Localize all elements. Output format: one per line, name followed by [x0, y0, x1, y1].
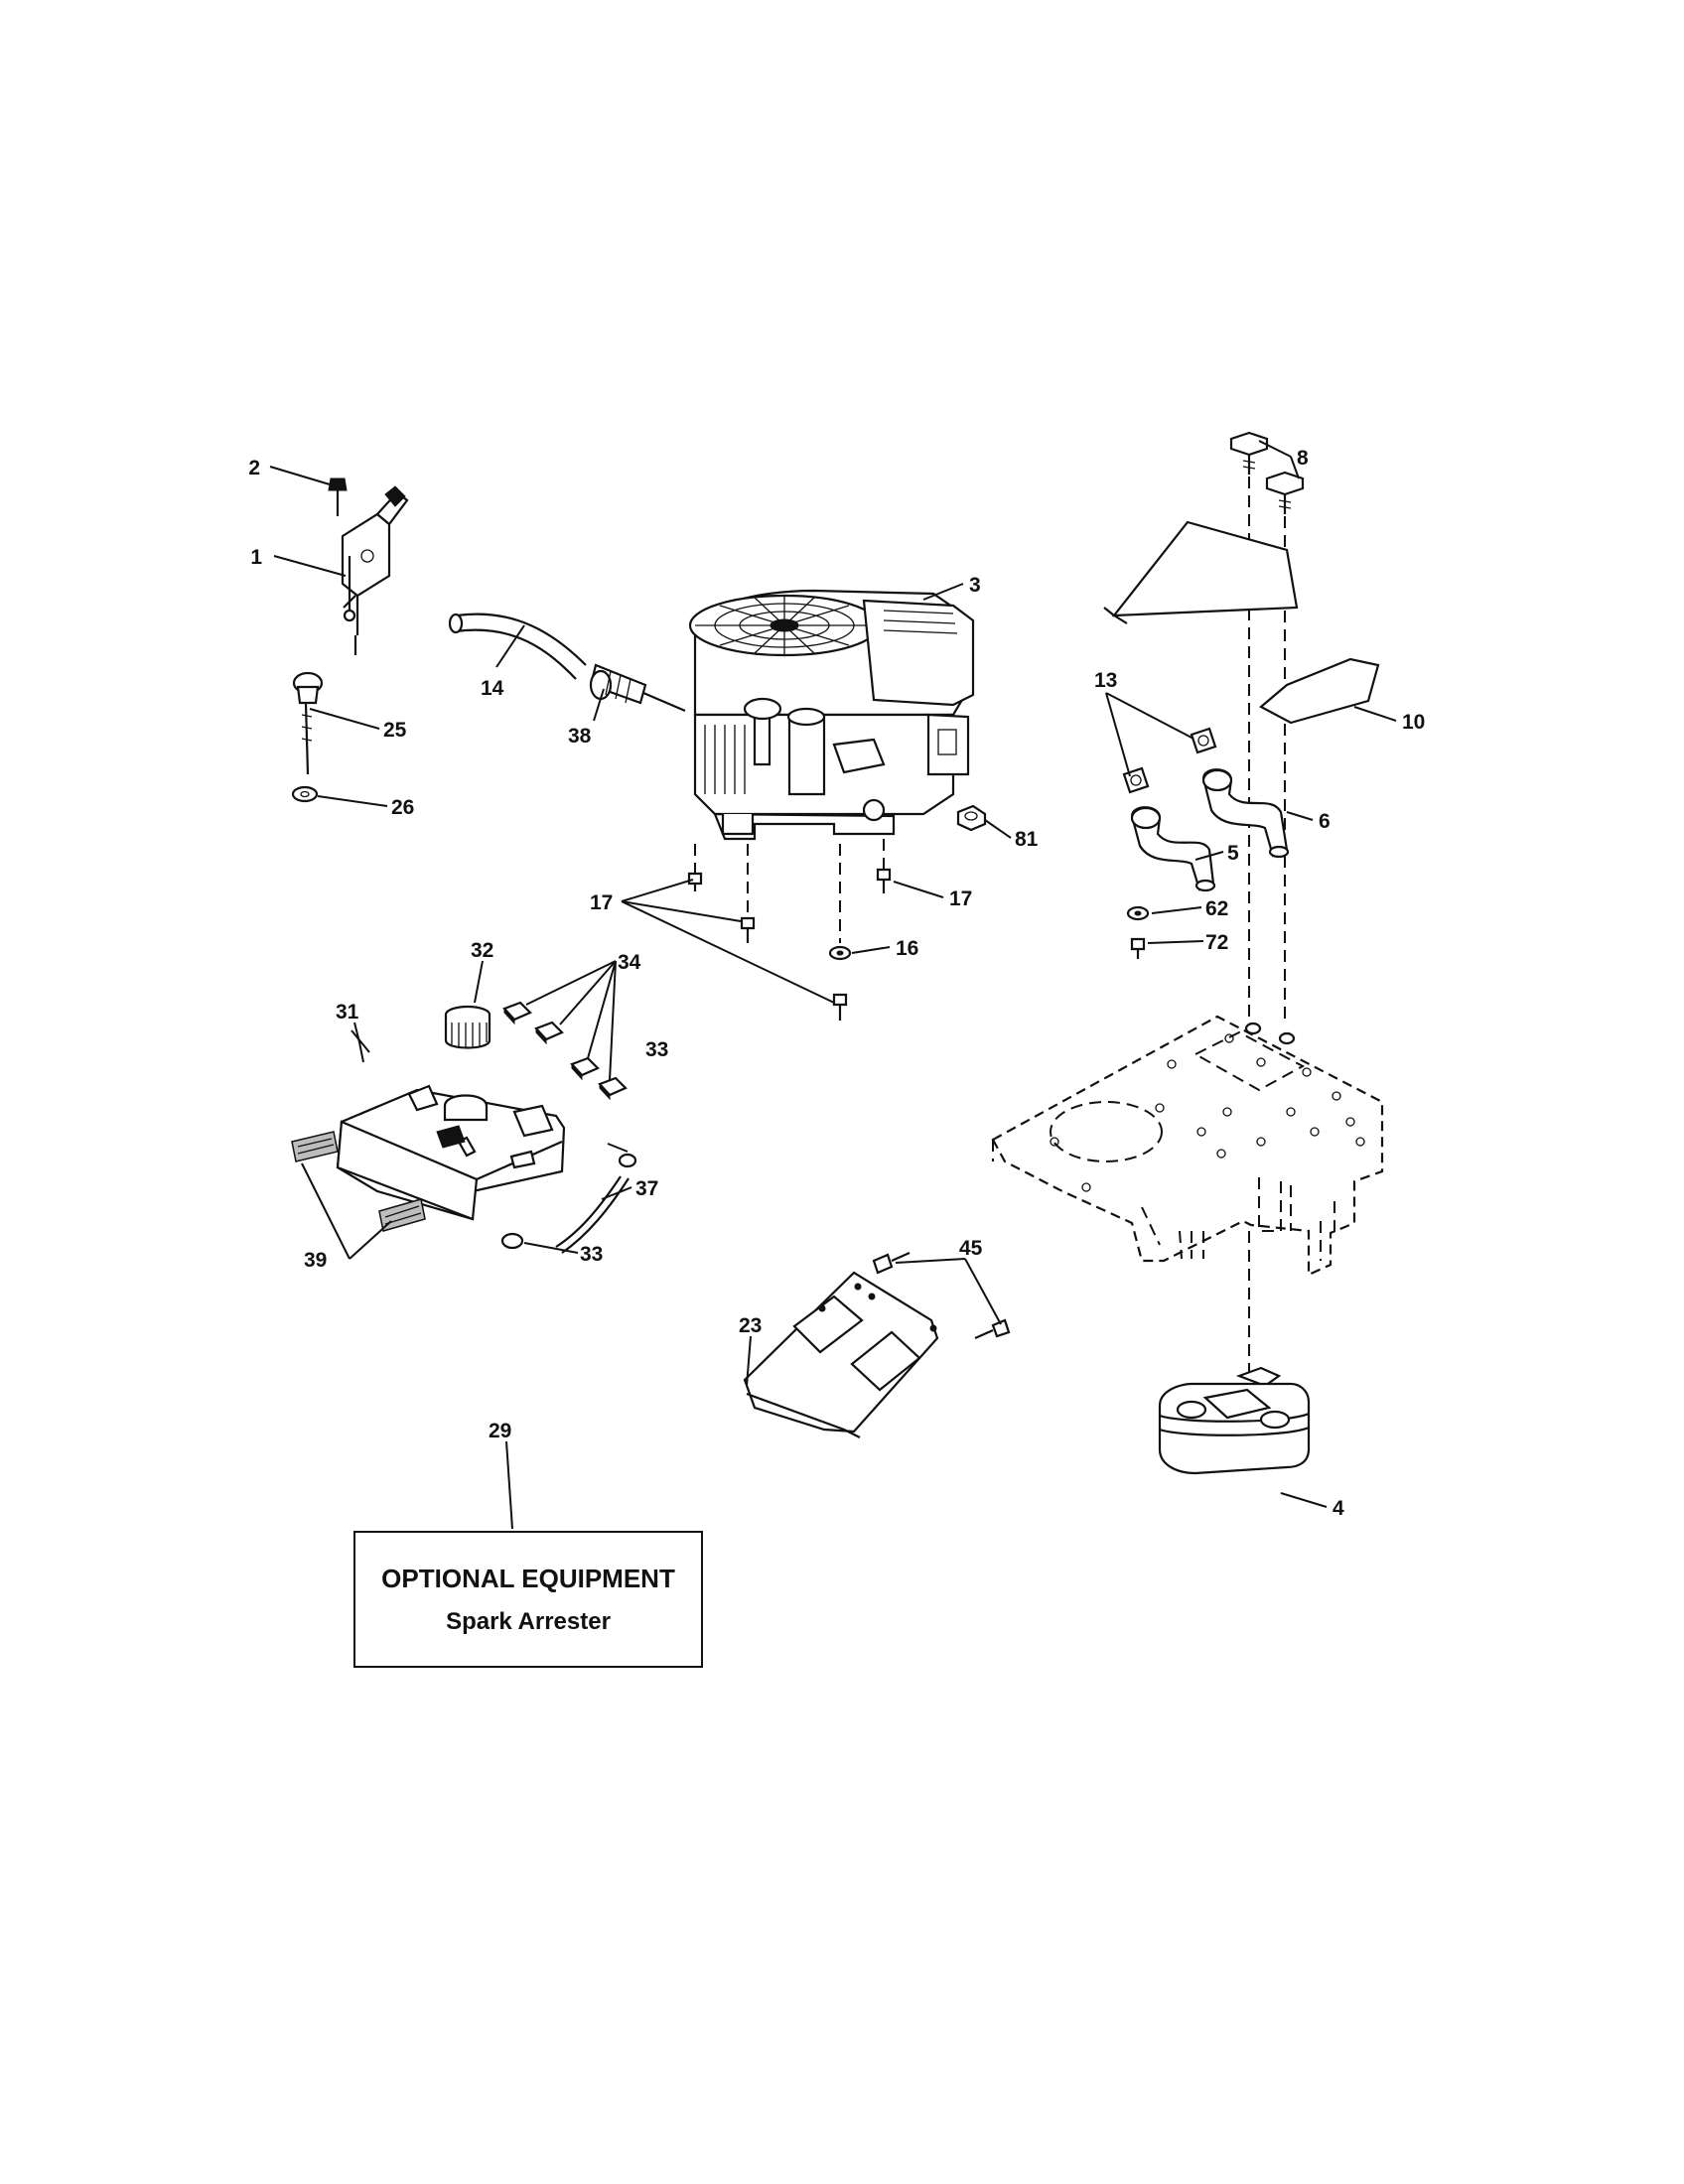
- engine-bolts-part: [687, 839, 892, 1021]
- part-label-62: 62: [1205, 897, 1228, 920]
- part-label-17b: 17: [949, 887, 972, 910]
- part-label-33b: 33: [580, 1243, 603, 1266]
- washer-icon-26: [291, 785, 319, 803]
- deflector-plate-part: [1103, 520, 1380, 725]
- part-label-38: 38: [568, 725, 592, 748]
- battery-cover-part: [336, 1084, 566, 1221]
- fuel-line-part: [448, 613, 587, 680]
- foam-strips-39: [291, 1131, 426, 1232]
- part-label-45: 45: [959, 1237, 983, 1260]
- vent-tube-part: [500, 1153, 637, 1254]
- leader-lines: [269, 440, 1397, 1530]
- note-title: OPTIONAL EQUIPMENT: [381, 1563, 675, 1593]
- heat-shield-part: [743, 1271, 939, 1438]
- fuel-filter-part: [589, 663, 686, 713]
- part-label-13: 13: [1094, 669, 1117, 692]
- part-label-5: 5: [1227, 842, 1239, 865]
- optional-equipment-note: OPTIONAL EQUIPMENT Spark Arrester: [353, 1531, 703, 1668]
- muffler-part: [1158, 1366, 1311, 1475]
- part-label-25: 25: [383, 719, 407, 742]
- gaskets-13: [1122, 727, 1217, 794]
- part-label-23: 23: [739, 1314, 762, 1337]
- part-label-14: 14: [481, 677, 504, 700]
- part-label-6: 6: [1319, 810, 1331, 833]
- part-label-32: 32: [471, 939, 493, 962]
- exhaust-pipe-5: [1130, 806, 1216, 892]
- part-label-1: 1: [250, 546, 262, 569]
- part-label-16: 16: [896, 937, 918, 960]
- part-label-72: 72: [1205, 931, 1228, 954]
- part-label-37: 37: [635, 1177, 658, 1200]
- bolts-45: [872, 1251, 1011, 1340]
- knob-pin-part: [292, 671, 324, 775]
- part-label-29: 29: [489, 1420, 511, 1442]
- part-label-33a: 33: [645, 1038, 668, 1061]
- part-label-26: 26: [391, 796, 414, 819]
- washer-icon-62: [1126, 905, 1150, 921]
- part-label-10: 10: [1402, 711, 1425, 734]
- part-label-8: 8: [1297, 447, 1309, 470]
- note-subtitle: Spark Arrester: [446, 1607, 611, 1635]
- part-label-34: 34: [618, 951, 641, 974]
- part-label-39: 39: [304, 1249, 327, 1272]
- part-label-31: 31: [336, 1001, 359, 1024]
- foam-pads-34: [502, 1001, 628, 1101]
- part-label-17a: 17: [590, 891, 613, 914]
- part-label-2: 2: [248, 457, 260, 479]
- bolt-icon-8a: [1229, 431, 1269, 475]
- part-label-4: 4: [1333, 1497, 1344, 1520]
- exhaust-pipe-6: [1201, 768, 1290, 859]
- cap-icon-32: [444, 1005, 491, 1049]
- screw-icon-2: [328, 478, 348, 516]
- bolt-icon-72: [1130, 937, 1146, 959]
- part-label-81: 81: [1015, 828, 1039, 851]
- washer-icon-16: [828, 945, 852, 961]
- bolt-icon-8b: [1265, 471, 1305, 514]
- part-number-labels: 1 2 3 4 5 6 8 10 13 14 16 17 17 23 25 26…: [248, 447, 1425, 1520]
- frame-outline-part: [991, 1015, 1384, 1277]
- throttle-control-part: [341, 485, 409, 655]
- engine-part: [688, 589, 987, 841]
- part-label-3: 3: [969, 574, 981, 597]
